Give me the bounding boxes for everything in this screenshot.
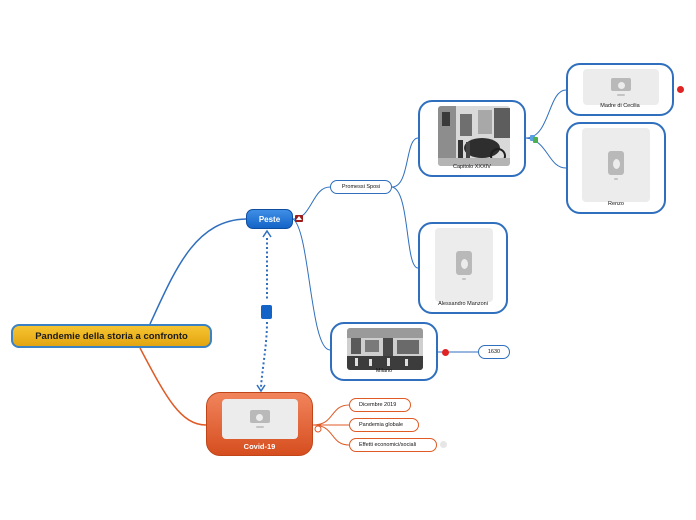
topic-milano[interactable]: Milano (330, 322, 438, 381)
topic-effetti-label: Effetti economici/sociali (359, 442, 417, 448)
link-promessi-capitolo (391, 137, 419, 188)
link-capitolo-madre (525, 89, 567, 139)
topic-capitolo-xxxiv[interactable]: Capitolo XXXIV (418, 100, 526, 177)
link-promessi-manzoni (391, 186, 419, 269)
image-placeholder (583, 69, 659, 105)
attachment-icon[interactable] (530, 135, 538, 143)
link-root-covid (139, 347, 207, 426)
topic-madre-label: Madre di Cecilia (600, 103, 640, 109)
image-placeholder (582, 128, 650, 202)
relationship-label-box[interactable] (261, 305, 272, 319)
topic-1630-label: 1630 (487, 349, 501, 355)
camera-icon (608, 150, 624, 175)
root-topic[interactable]: Pandemie della storia a confronto (11, 324, 212, 348)
collapse-toggle-icon[interactable] (314, 420, 322, 433)
topic-covid-label: Covid-19 (243, 442, 276, 451)
topic-manzoni-label: Alessandro Manzoni (438, 301, 488, 307)
topic-capitolo-label: Capitolo XXXIV (453, 164, 491, 170)
topic-peste-label: Peste (258, 214, 281, 224)
flag-marker-icon (295, 215, 303, 222)
note-marker-icon (440, 441, 447, 448)
root-topic-label: Pandemie della storia a confronto (35, 330, 188, 342)
camera-icon (456, 250, 472, 275)
image-placeholder (221, 399, 298, 439)
topic-dicembre-2019[interactable]: Dicembre 2019 (349, 398, 411, 412)
priority-marker-icon (442, 349, 449, 356)
link-peste-milano (292, 218, 331, 351)
etching-image (438, 106, 510, 166)
topic-promessi-sposi-label: Promessi Sposi (341, 184, 381, 190)
link-covid-dicembre (312, 404, 350, 426)
topic-renzo-label: Renzo (608, 201, 624, 207)
relationship-line-bottom (260, 321, 268, 388)
topic-covid-19[interactable]: Covid-19 (206, 392, 313, 456)
topic-pandemia-globale[interactable]: Pandemia globale (349, 418, 419, 432)
topic-1630[interactable]: 1630 (478, 345, 510, 359)
link-root-peste (149, 218, 247, 325)
etching-image (347, 328, 423, 370)
topic-pandemia-label: Pandemia globale (359, 422, 404, 428)
topic-milano-label: Milano (375, 368, 393, 374)
arrowhead-up-icon (262, 229, 272, 238)
topic-dicembre-label: Dicembre 2019 (359, 402, 397, 408)
topic-promessi-sposi[interactable]: Promessi Sposi (330, 180, 392, 194)
topic-renzo[interactable]: Renzo (566, 122, 666, 214)
priority-marker-icon (677, 86, 684, 93)
topic-effetti-economici-sociali[interactable]: Effetti economici/sociali (349, 438, 437, 452)
arrowhead-down-icon (256, 384, 266, 393)
topic-alessandro-manzoni[interactable]: Alessandro Manzoni (418, 222, 508, 314)
camera-icon (249, 410, 270, 423)
topic-peste[interactable]: Peste (246, 209, 293, 229)
topic-madre-di-cecilia[interactable]: Madre di Cecilia (566, 63, 674, 116)
camera-icon (611, 78, 631, 91)
image-placeholder (435, 228, 493, 302)
